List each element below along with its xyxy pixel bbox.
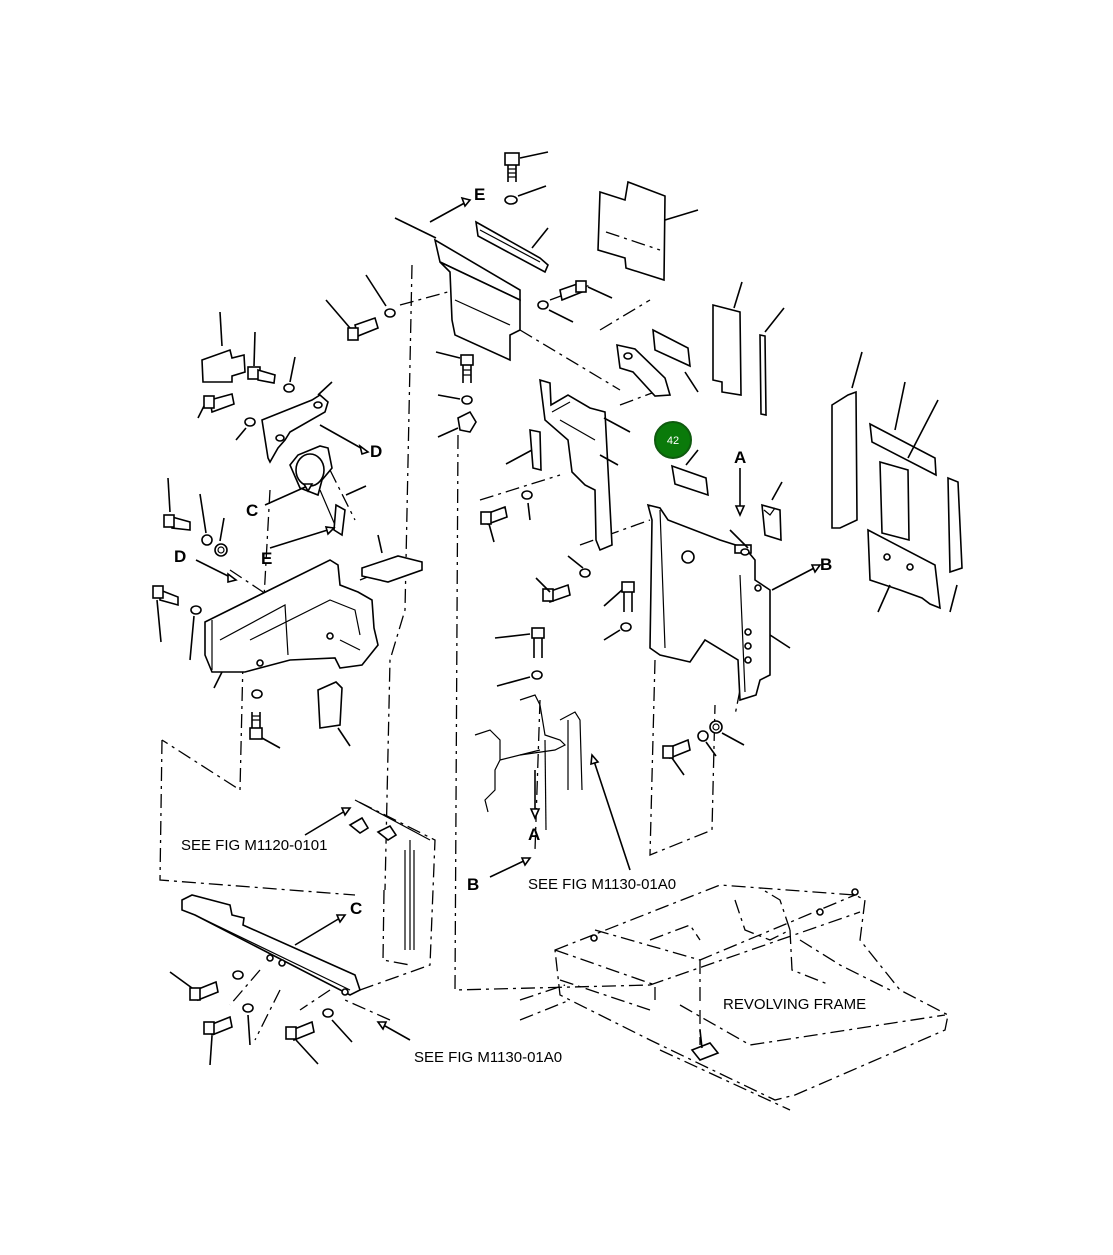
left-top-block — [201, 311, 246, 383]
label-d-left: D — [174, 547, 186, 566]
see-fig-m1120-0101: SEE FIG M1120-0101 — [181, 837, 327, 854]
far-right-panels — [831, 351, 963, 613]
letter-labels: E D C E D A B A B C — [174, 185, 832, 918]
label-e-top: E — [474, 185, 485, 204]
bolt-right-top — [537, 280, 613, 323]
callout-number: 42 — [667, 435, 679, 447]
center-bolt-clip — [435, 351, 477, 438]
left-pad-block — [361, 534, 423, 583]
left-shroud-assembly — [204, 559, 379, 689]
label-a-right: A — [734, 448, 746, 467]
lower-clip — [348, 799, 431, 966]
top-right-cover-panel — [597, 180, 699, 282]
bottom-left-frame-member — [181, 799, 436, 1021]
upper-cover-bracket — [433, 220, 549, 362]
center-support-plate — [505, 378, 631, 552]
center-bolts — [480, 490, 635, 687]
small-bracket-right — [761, 481, 783, 542]
left-lower-pad — [317, 681, 351, 747]
left-lower-bolt — [249, 689, 281, 749]
upper-right-panel — [712, 281, 785, 416]
callout-marker[interactable] — [654, 421, 692, 459]
reference-labels: SEE FIG M1120-0101 SEE FIG M1130-01A0 SE… — [181, 837, 866, 1066]
left-clamp-ring — [289, 445, 367, 537]
arrows — [195, 196, 822, 1041]
left-top-bolt — [247, 331, 296, 393]
callout-42[interactable]: 42 — [654, 421, 692, 459]
top-bolt — [394, 151, 549, 249]
see-fig-m1130-01a0-bottom: SEE FIG M1130-01A0 — [414, 1049, 562, 1066]
lower-center-bracket — [474, 694, 583, 831]
label-e-middle: E — [261, 549, 272, 568]
label-a-bottom: A — [528, 825, 540, 844]
revolving-frame-label: REVOLVING FRAME — [723, 996, 866, 1013]
bolt-left-top — [325, 274, 396, 341]
label-d-right-of-bracket: D — [370, 442, 382, 461]
left-mounting-bracket — [197, 381, 333, 464]
label-c-left: C — [246, 501, 258, 520]
label-c-bottom: C — [350, 899, 362, 918]
spacer-blocks — [616, 328, 709, 497]
label-b-right: B — [820, 555, 832, 574]
left-bolts-middle — [152, 477, 228, 661]
right-main-frame-panel — [646, 503, 791, 702]
label-b-bottom: B — [467, 875, 479, 894]
right-lower-bolts — [662, 720, 745, 776]
see-fig-m1130-01a0-center: SEE FIG M1130-01A0 — [528, 876, 676, 893]
bottom-left-bolts — [169, 970, 353, 1066]
revolving-frame — [519, 884, 949, 1111]
